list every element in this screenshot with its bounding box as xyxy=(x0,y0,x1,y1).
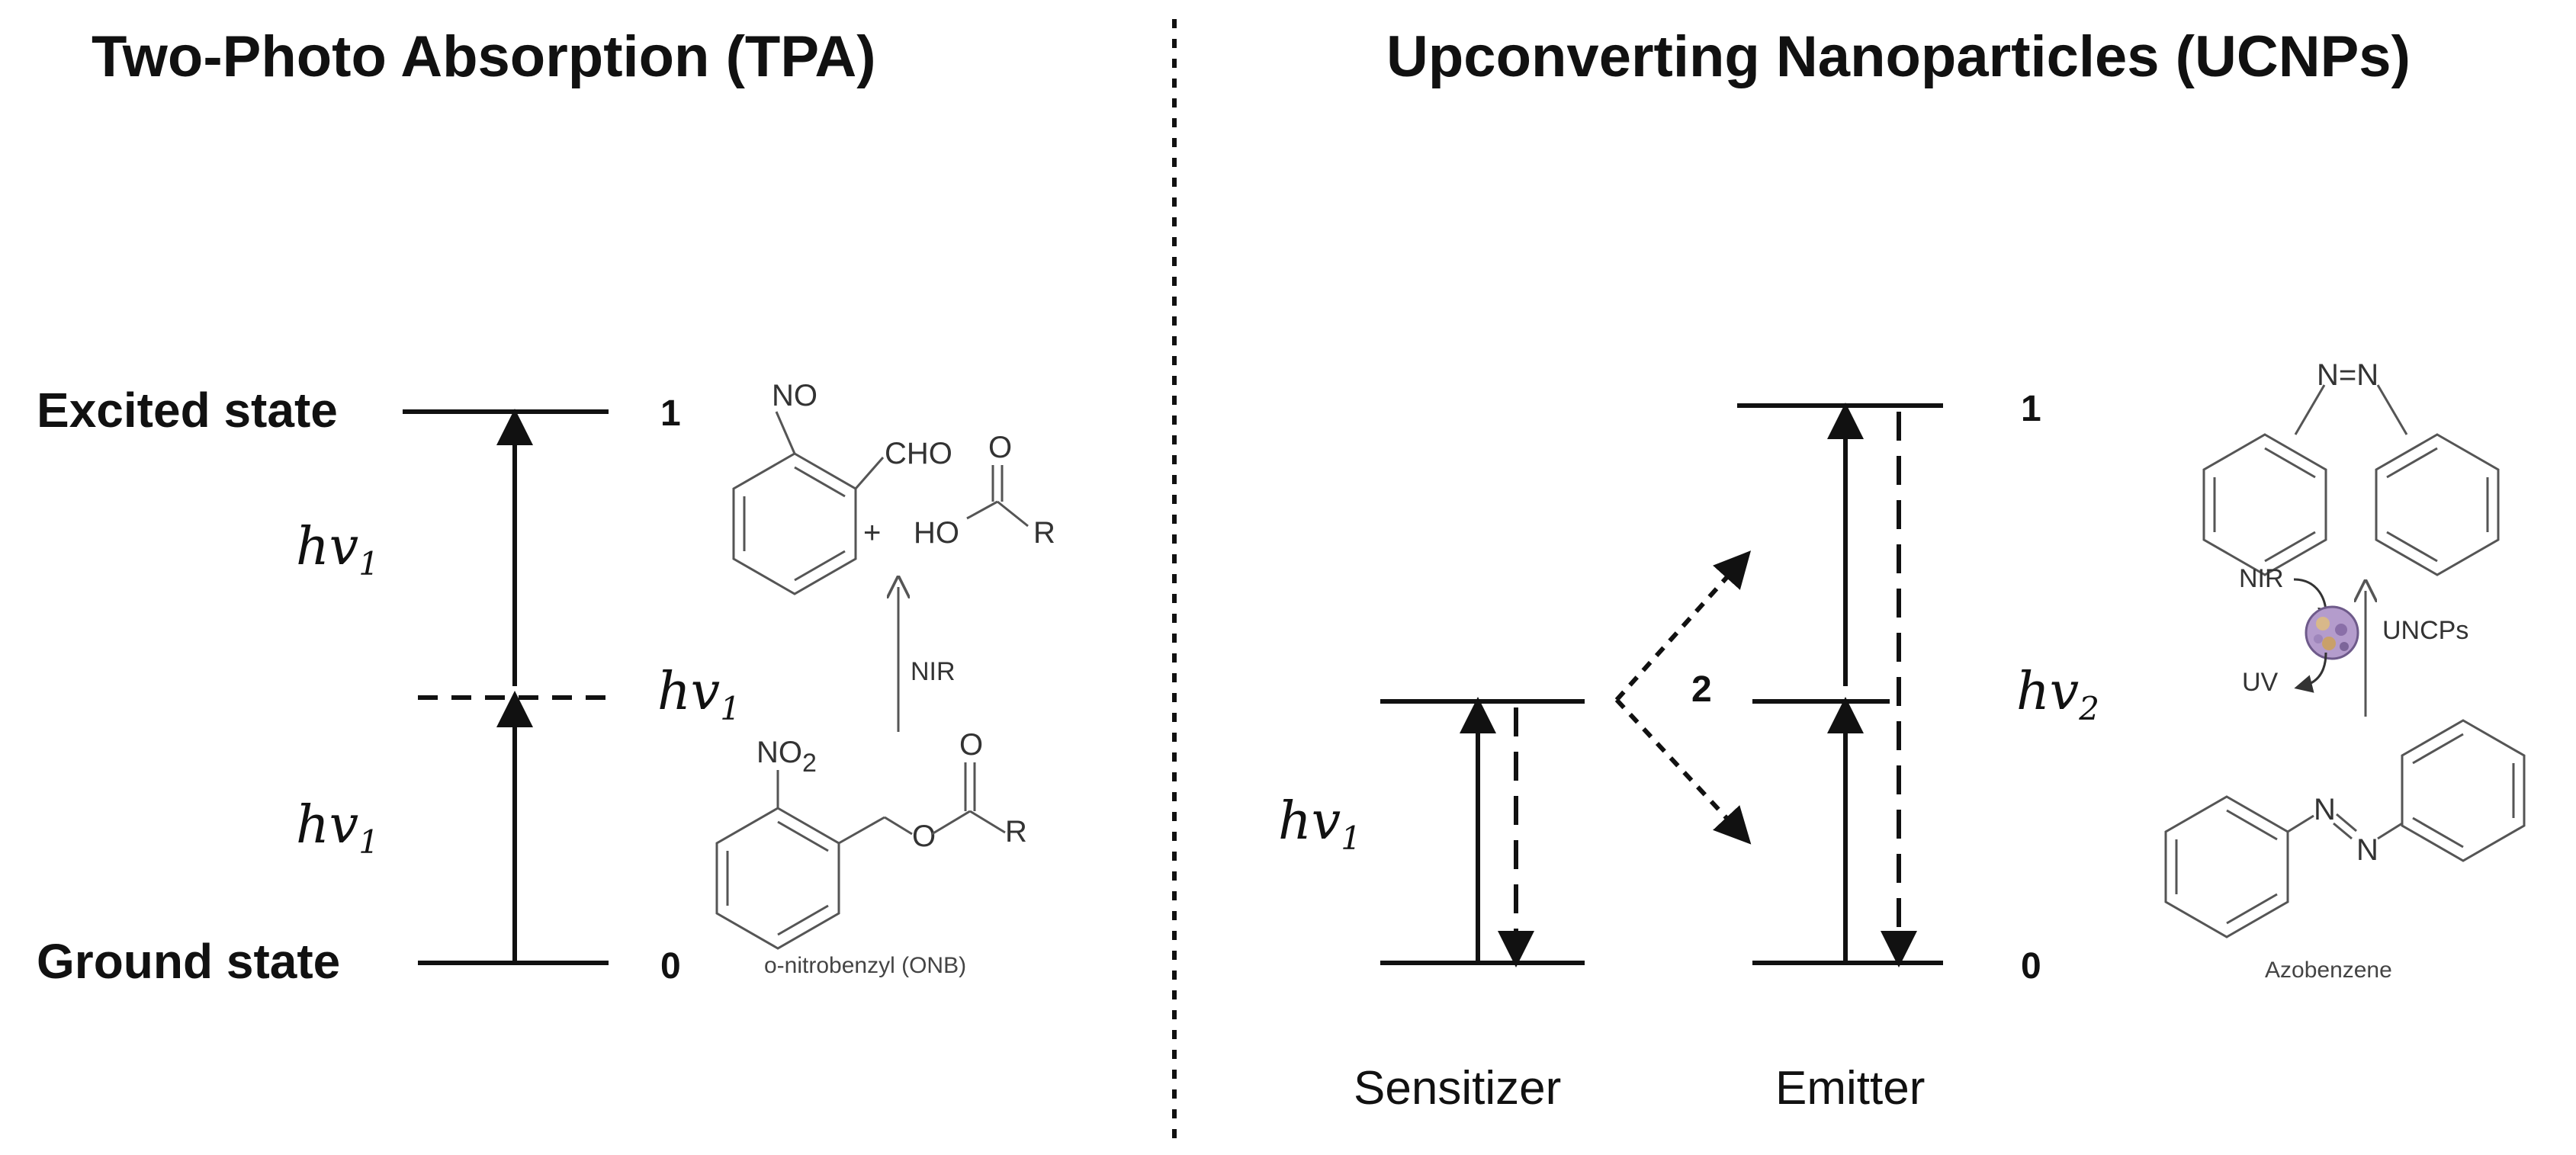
azo-uv-label: UV xyxy=(2242,668,2279,697)
svg-text:hv1: hv1 xyxy=(1278,791,1361,857)
nanoparticle-icon xyxy=(2305,605,2359,660)
reactant-benzene-ring xyxy=(715,807,840,950)
ground-state-label: Ground state xyxy=(37,934,340,989)
acid-r-label: R xyxy=(1033,516,1055,550)
azo-n2-label: N xyxy=(2356,833,2378,867)
sensitizer-label: Sensitizer xyxy=(1354,1062,1561,1115)
emitter-label: Emitter xyxy=(1775,1062,1925,1115)
trans-ring-right xyxy=(2401,719,2526,862)
svg-text:hv2: hv2 xyxy=(2016,662,2099,727)
ucnp-level-0: 0 xyxy=(2021,946,2041,987)
nitrosobenzaldehyde-structure: NO CHO xyxy=(732,379,952,595)
ucnp-hv-out: hv2 xyxy=(2016,662,2099,727)
tpa-hv-middle: hv1 xyxy=(657,662,740,727)
ucnp-level-1: 1 xyxy=(2021,389,2041,429)
product-plus: + xyxy=(863,516,881,550)
azo-nir-label: NIR xyxy=(2239,564,2284,593)
svg-text:hv1: hv1 xyxy=(296,795,379,861)
svg-text:hv1: hv1 xyxy=(657,662,740,727)
tpa-hv-lower: hv1 xyxy=(296,795,379,861)
tpa-title: Two-Photo Absorption (TPA) xyxy=(92,24,876,89)
ucnp-title: Upconverting Nanoparticles (UCNPs) xyxy=(1386,24,2411,89)
azo-top-label: N=N xyxy=(2317,358,2378,392)
azobenzene-caption: Azobenzene xyxy=(2265,958,2392,983)
svg-text:hv1: hv1 xyxy=(296,517,379,582)
onb-caption: o-nitrobenzyl (ONB) xyxy=(764,953,966,978)
tpa-hv-upper: hv1 xyxy=(296,517,379,582)
carboxylic-acid-structure: HO O R xyxy=(914,431,1055,550)
nitro-label: NO2 xyxy=(756,736,817,778)
ucnp-level-2: 2 xyxy=(1691,669,1712,710)
tpa-level-0: 0 xyxy=(660,946,681,987)
azo-n1-label: N xyxy=(2314,793,2336,826)
cis-ring-right xyxy=(2375,433,2500,576)
uncps-label: UNCPs xyxy=(2382,616,2468,645)
ester-carbonyl-o: O xyxy=(959,728,983,762)
energy-transfer-arrow-lower xyxy=(1614,698,1752,845)
onb-nir-label: NIR xyxy=(911,657,956,686)
cis-azobenzene-structure: N=N xyxy=(2202,358,2500,576)
uv-curved-arrow xyxy=(2294,652,2327,693)
product-benzene-ring xyxy=(732,452,857,595)
trans-azobenzene-structure: N N xyxy=(2164,719,2526,938)
ester-r-label: R xyxy=(1005,815,1027,849)
trans-ring-left xyxy=(2164,795,2289,938)
tpa-level-1: 1 xyxy=(660,393,681,434)
aldehyde-label: CHO xyxy=(885,437,952,470)
acid-carbonyl-o: O xyxy=(988,431,1012,464)
excited-state-label: Excited state xyxy=(37,383,338,438)
ester-o-label: O xyxy=(912,820,936,853)
onb-ester-structure: NO2 O O R xyxy=(715,728,1027,950)
acid-ho-label: HO xyxy=(914,516,959,550)
energy-transfer-arrow-upper xyxy=(1614,550,1752,702)
ucnp-hv-in: hv1 xyxy=(1278,791,1361,857)
cis-ring-left xyxy=(2202,433,2327,576)
nitroso-label: NO xyxy=(772,379,817,412)
